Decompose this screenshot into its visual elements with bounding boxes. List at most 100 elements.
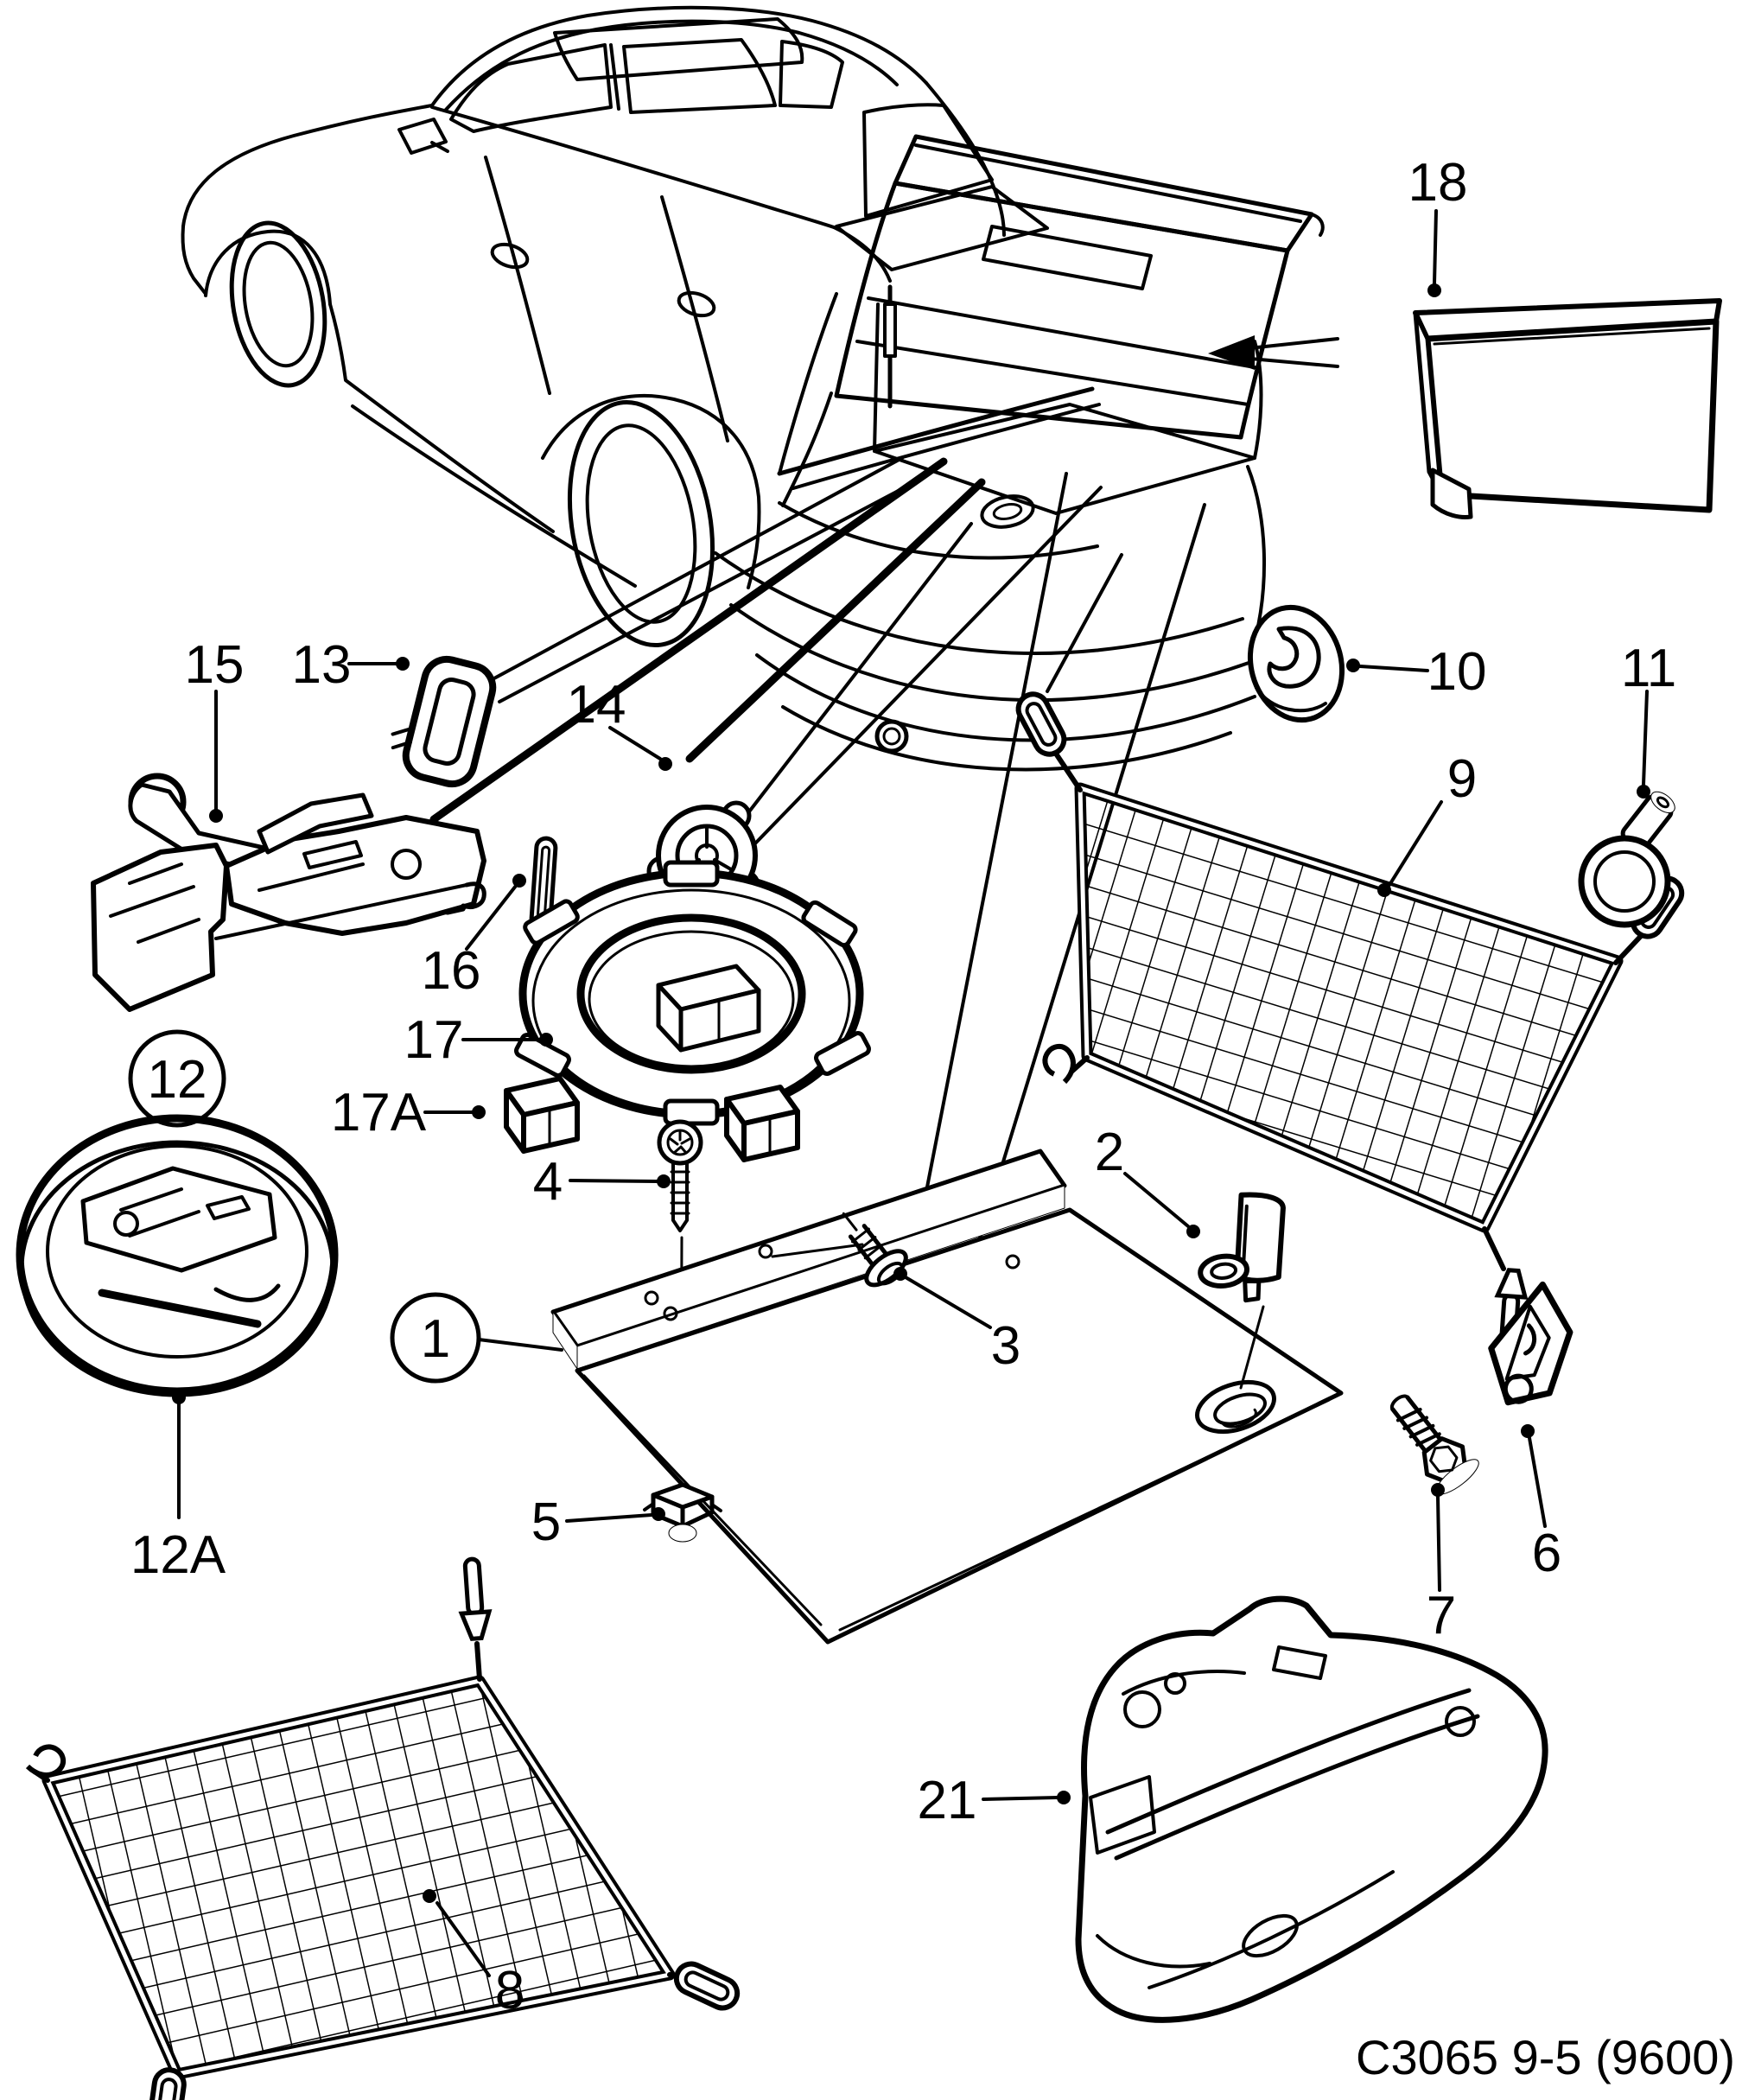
net8-pin-top — [458, 1558, 491, 1639]
callout-17A-label: 17A — [331, 1083, 427, 1142]
front-face — [181, 225, 207, 296]
jack-crank-rod — [214, 883, 468, 940]
callout-1-label: 1 — [421, 1309, 450, 1369]
net8-carabiner-right — [671, 1959, 741, 2013]
front-wheel-arch — [204, 229, 332, 306]
trunk-back-wall — [873, 302, 880, 453]
callout-leaders — [172, 209, 1650, 1977]
part-17A-pad-right — [724, 1085, 800, 1162]
rear-wheel-inner — [585, 423, 697, 624]
part-17A-pad-left — [504, 1076, 580, 1154]
spoiler-inner-edge — [914, 143, 1325, 237]
trunk-right-jamb — [1253, 340, 1263, 460]
net9-hook-left — [1039, 1042, 1081, 1086]
beltline — [430, 105, 836, 229]
part-10-hook-cover — [1247, 604, 1345, 723]
callout-5-label: 5 — [531, 1492, 561, 1552]
exhaust-tip — [874, 719, 909, 754]
net8-carabiner-bottom — [148, 2068, 186, 2100]
part-6-anchor-bracket — [1488, 1281, 1574, 1406]
jack-top-bracket — [257, 792, 374, 855]
callout-17-label: 17 — [404, 1010, 464, 1070]
quarter-panel-line — [832, 226, 892, 283]
callout-4-label: 4 — [533, 1152, 563, 1212]
car-illustration — [181, 5, 1325, 772]
callout-12-circle — [128, 1029, 226, 1128]
tow-eye-cover — [980, 494, 1035, 529]
part-7-flange-bolt — [1389, 1394, 1479, 1495]
rear-door-handle — [677, 290, 716, 318]
drawing-number-caption: C3065 9-5 (9600) — [1356, 2030, 1735, 2084]
tow-eye-cover-inner — [992, 502, 1023, 521]
ring-tab — [814, 1031, 871, 1076]
part-1-floor-panel — [550, 1149, 1344, 1645]
part-13-grommet — [391, 655, 497, 788]
callout-18-label: 18 — [1408, 153, 1468, 213]
front-wheel-inner — [242, 240, 315, 368]
trunk-left-jamb — [778, 292, 838, 475]
ring-center-block — [656, 964, 761, 1053]
callout-12A-label: 12A — [130, 1525, 226, 1585]
ring-tab — [663, 1098, 720, 1126]
pointer-cap-pair — [736, 486, 1103, 845]
jack-left-block — [91, 843, 229, 1012]
fender-line — [328, 302, 555, 533]
part-5-clip-nut — [643, 1482, 722, 1543]
front-door-window — [449, 43, 613, 133]
panel-pull-cup — [1195, 1379, 1276, 1435]
bumper-arc-1 — [714, 551, 1244, 655]
callout-8-label: 8 — [495, 1961, 525, 2020]
rocker-line — [351, 404, 637, 588]
arrow-18-tails — [1239, 337, 1339, 368]
parcel-shelf — [835, 185, 1049, 271]
callout-21-label: 21 — [918, 1771, 977, 1830]
callout-6-label: 6 — [1532, 1524, 1561, 1583]
roof-line — [430, 5, 928, 107]
rivet-to-hole-line — [771, 1243, 864, 1258]
part-12A-tool-tray — [16, 1114, 339, 1397]
lid-detail-rect — [982, 225, 1153, 290]
arrow-18-head — [1208, 335, 1255, 370]
callout-labels: 15 13 14 18 10 11 9 16 12 17 17A 4 1 2 3… — [128, 153, 1676, 2020]
bumper-arc-2 — [729, 603, 1253, 703]
front-wheel — [229, 220, 327, 388]
bumper-arc-3 — [755, 653, 1256, 742]
part-3-rivet — [842, 1212, 908, 1288]
rear-fascia-top — [778, 391, 1099, 560]
part-9-cargo-net — [1014, 689, 1688, 1351]
pointer-grommet-pair — [491, 456, 923, 703]
mirror — [397, 118, 449, 155]
rear-door-window — [622, 38, 777, 114]
pointer-wedge-jack — [429, 457, 948, 824]
callout-1-circle — [390, 1292, 481, 1384]
part-11-loop-ring — [1578, 791, 1675, 928]
roof-inner-line — [443, 19, 899, 112]
callout-13-label: 13 — [292, 635, 352, 695]
bumper-bottom — [781, 705, 1232, 772]
callout-3-label: 3 — [991, 1316, 1020, 1376]
pocket-opening-line — [1433, 327, 1711, 346]
front-door-seam — [484, 156, 551, 395]
front-door-handle — [490, 242, 530, 270]
trunk-sill — [777, 386, 1095, 476]
pocket-flap — [1430, 468, 1473, 519]
callout-11-label: 11 — [1621, 639, 1676, 698]
antenna-mast — [883, 302, 897, 358]
callout-10-label: 10 — [1427, 642, 1487, 702]
ring-tab — [663, 860, 720, 888]
rear-wheel-arch — [541, 393, 761, 589]
rivet-hole — [758, 1244, 773, 1259]
callout-16-label: 16 — [422, 941, 481, 1001]
net9-hanging-strap — [1046, 553, 1123, 693]
pocket-front-face — [1424, 318, 1720, 513]
part-8-cargo-net — [23, 1558, 741, 2100]
part-2-latch-bracket — [1198, 1192, 1286, 1303]
hood-line — [181, 104, 434, 228]
part-12-jack-assembly — [91, 792, 486, 1012]
jack-housing — [224, 815, 486, 936]
ring-tab — [523, 899, 580, 945]
pointer-wedge-cap — [685, 478, 986, 763]
trunk-sill-inner — [792, 403, 1101, 490]
part-18-stowage-pocket — [1208, 298, 1722, 519]
